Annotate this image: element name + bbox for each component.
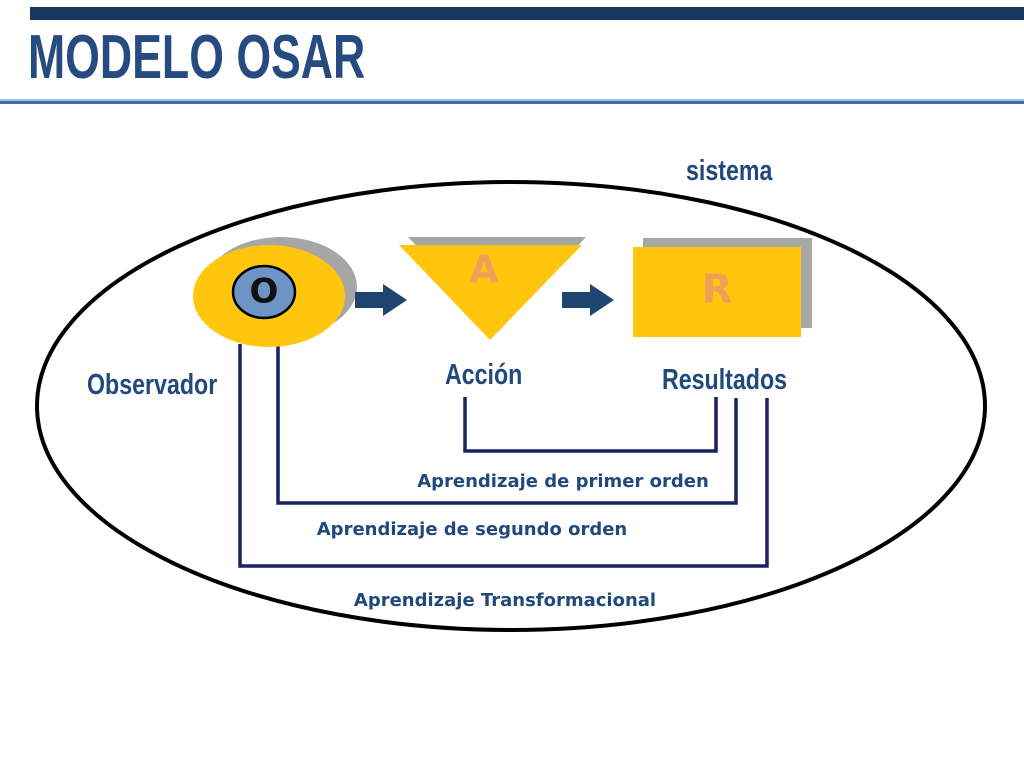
- first-order-loop-label: Aprendizaje de primer orden: [417, 471, 709, 492]
- observer-inner-ellipse: [231, 264, 297, 320]
- action-triangle: [399, 245, 582, 340]
- observer-label: Observador: [87, 369, 218, 401]
- system-label: sistema: [686, 155, 773, 187]
- results-letter: R: [701, 266, 733, 313]
- transformational-loop-line: [238, 344, 769, 568]
- second-order-loop-line: [276, 344, 738, 505]
- transformational-loop-label: Aprendizaje Transformacional: [353, 590, 657, 611]
- action-letter: A: [469, 247, 499, 292]
- title-underline: [0, 99, 1024, 104]
- arrow-observer-to-action: [355, 284, 407, 316]
- arrow-action-to-results: [562, 284, 614, 316]
- results-rect: [633, 247, 801, 337]
- system-boundary-ellipse: [35, 180, 987, 632]
- header-accent-bar: [30, 7, 1024, 20]
- first-order-loop-line: [463, 397, 718, 453]
- results-label: Resultados: [662, 364, 788, 396]
- action-label: Acción: [445, 359, 523, 391]
- observer-letter: O: [249, 271, 279, 312]
- slide-title: MODELO OSAR: [28, 23, 366, 92]
- second-order-loop-label: Aprendizaje de segundo orden: [316, 519, 628, 540]
